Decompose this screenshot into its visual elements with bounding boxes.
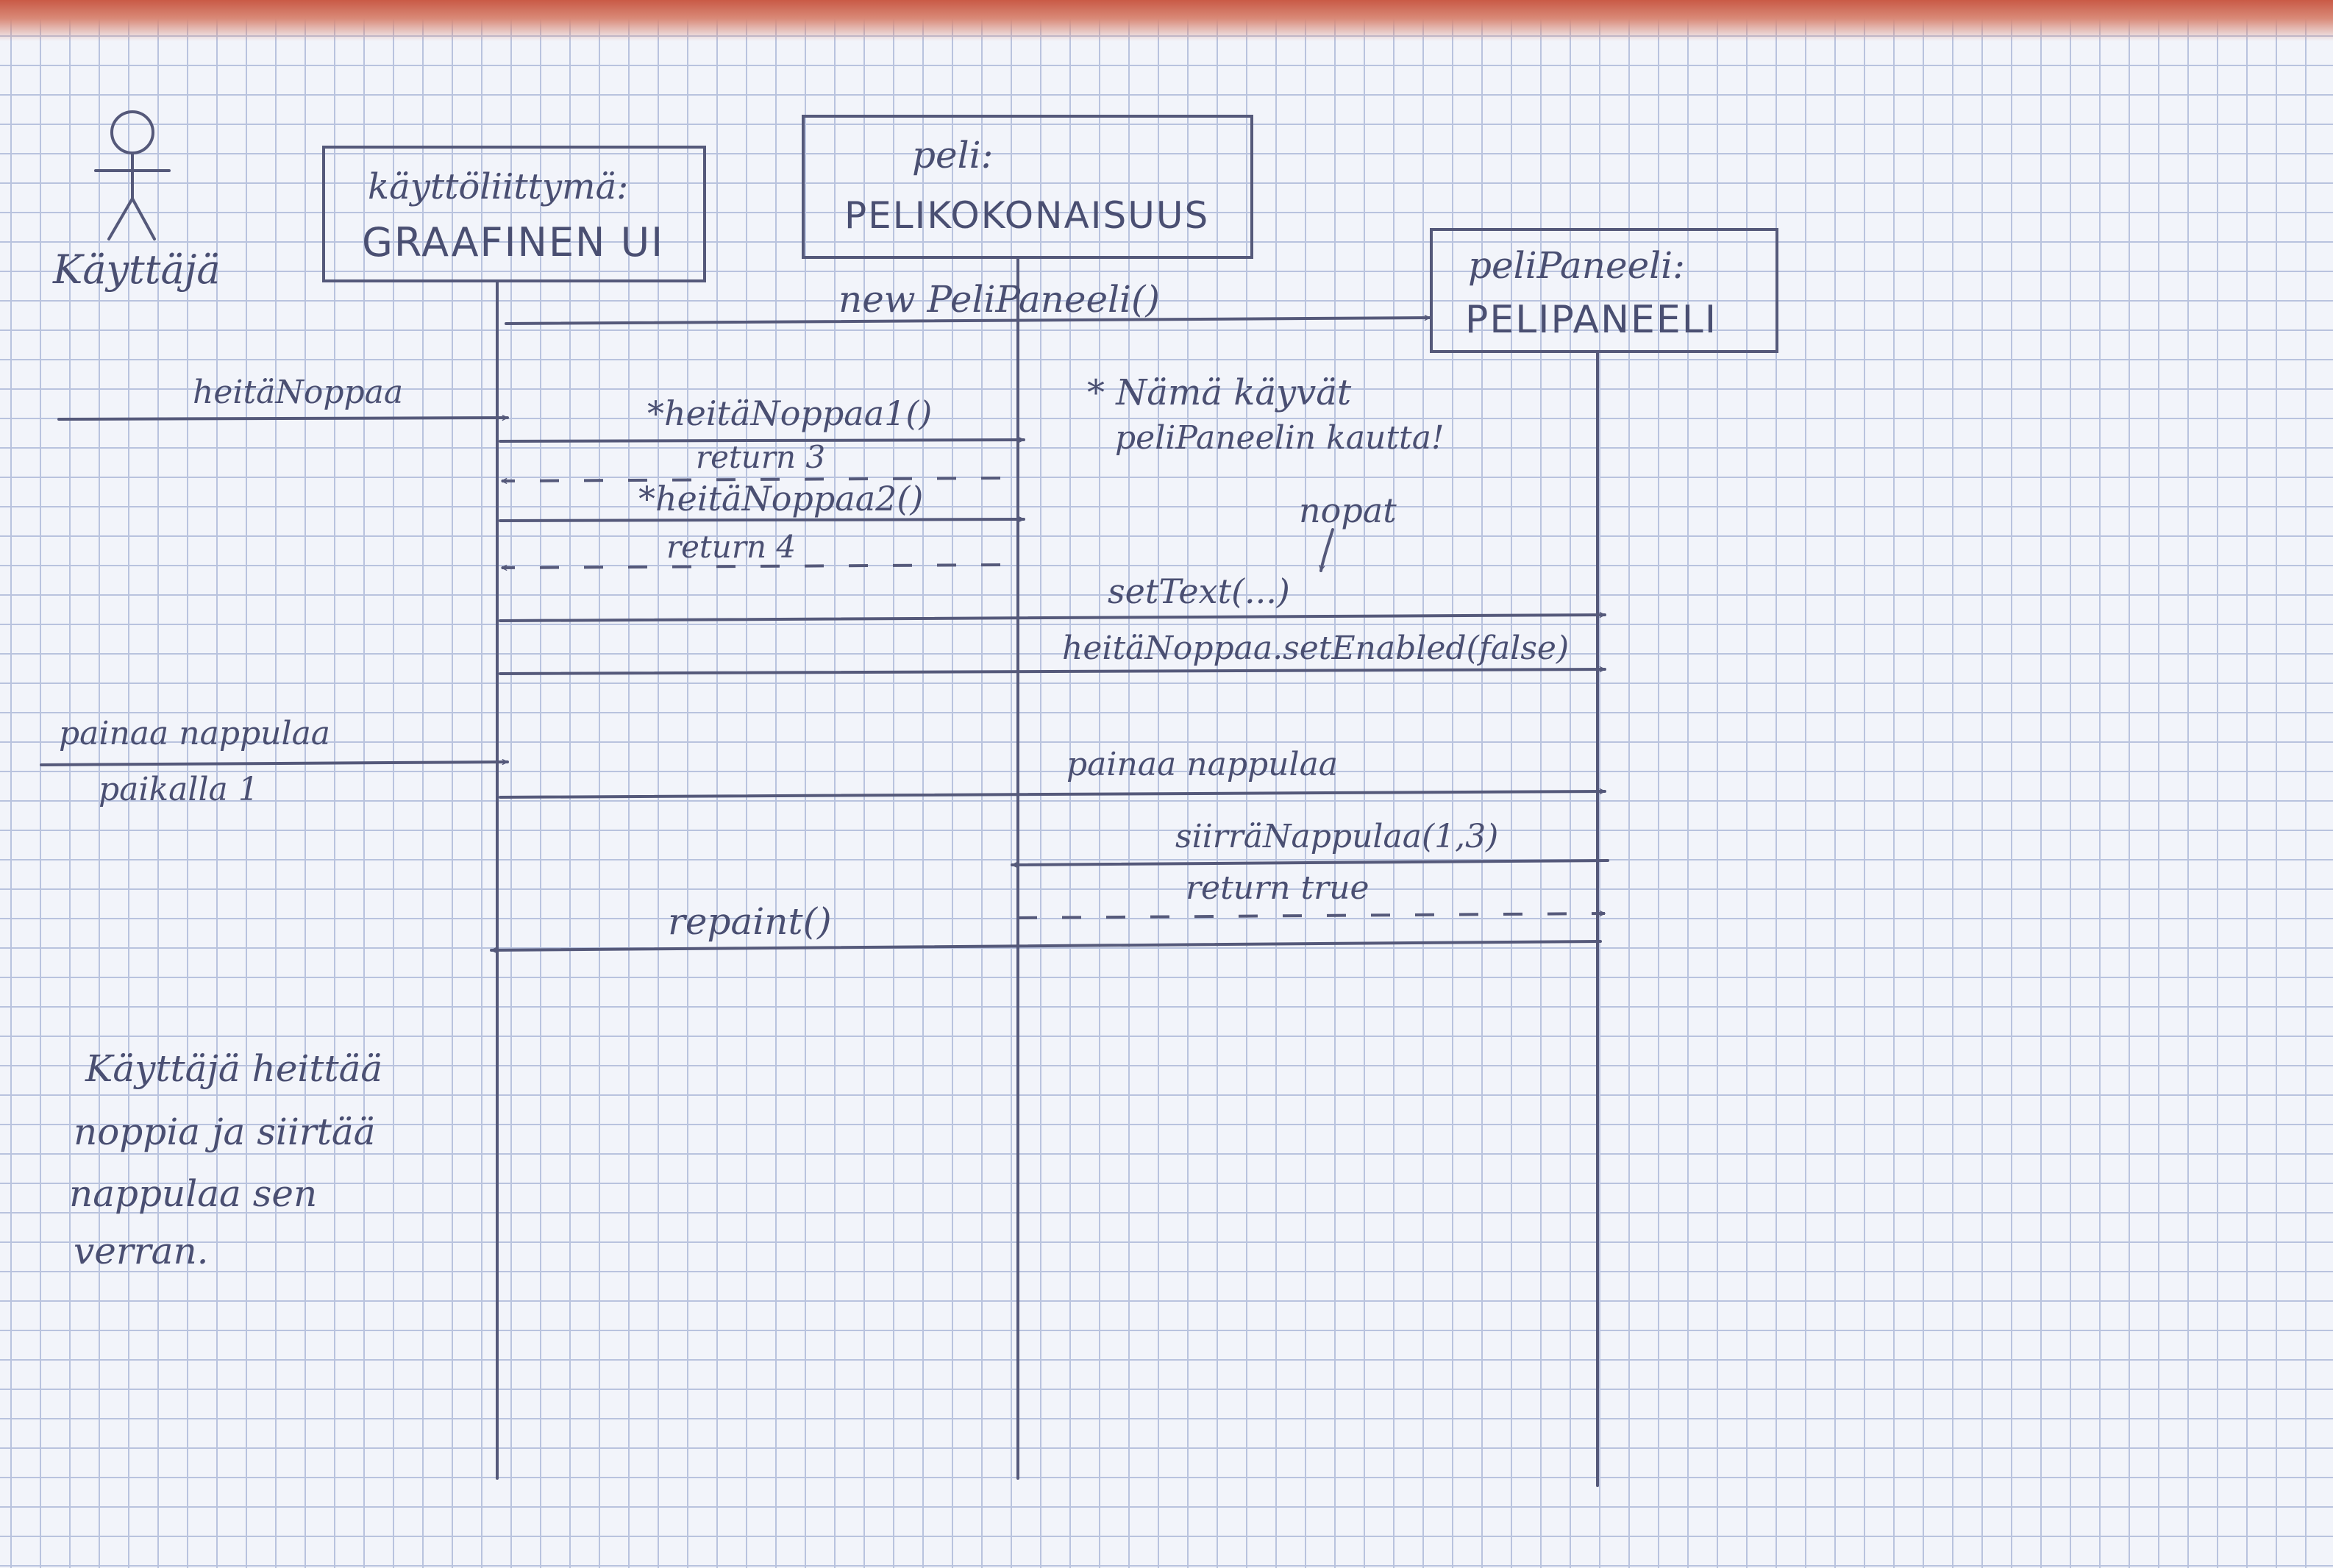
message-heita1-arrow bbox=[499, 440, 1025, 441]
actor-label: Käyttäjä bbox=[52, 246, 221, 293]
lifeline-game-class: PELIKOKONAISUUS bbox=[844, 194, 1209, 237]
message-repaint: repaint() bbox=[668, 900, 832, 943]
message-heita-noppaa: heitäNoppaa bbox=[193, 374, 403, 411]
message-return-true: return true bbox=[1186, 869, 1369, 907]
description-line-2: noppia ja siirtää bbox=[74, 1111, 375, 1153]
message-return3: return 3 bbox=[696, 439, 825, 475]
message-return4: return 4 bbox=[666, 529, 796, 565]
note-line-1: * Nämä käyvät bbox=[1087, 372, 1352, 413]
lifeline-box-ui bbox=[322, 146, 706, 282]
note-line-2: peliPaneelin kautta! bbox=[1115, 419, 1445, 457]
message-painaa-user-1: painaa nappulaa bbox=[59, 715, 330, 752]
description-line-1: Käyttäjä heittää bbox=[85, 1047, 382, 1090]
lifeline-box-game bbox=[802, 115, 1253, 259]
lifeline-ui-class: GRAAFINEN UI bbox=[362, 219, 664, 266]
lifeline-game-name: peli: bbox=[912, 134, 993, 177]
message-siirra-arrow bbox=[1011, 859, 1609, 865]
message-return-true-arrow bbox=[1017, 913, 1605, 919]
message-repaint-arrow bbox=[490, 940, 1602, 950]
description-line-4: verran. bbox=[74, 1230, 209, 1272]
message-painaa-user-arrow bbox=[40, 762, 509, 766]
paper-top-edge bbox=[0, 0, 2333, 41]
lifeline-panel-class: PELIPANEELI bbox=[1465, 298, 1717, 342]
message-painaa-ui-arrow bbox=[499, 791, 1606, 799]
message-siirra: siirräNappulaa(1,3) bbox=[1175, 818, 1498, 855]
message-set-enabled-arrow bbox=[499, 669, 1606, 675]
lifeline-box-panel bbox=[1430, 228, 1778, 353]
message-return4-arrow bbox=[502, 563, 1001, 568]
message-set-enabled: heitäNoppaa.setEnabled(false) bbox=[1062, 630, 1569, 667]
note-nopat-pointer bbox=[1321, 528, 1334, 572]
message-new-panel-arrow bbox=[505, 318, 1431, 325]
message-heita2-arrow bbox=[499, 519, 1025, 521]
description-line-3: nappulaa sen bbox=[69, 1172, 317, 1215]
message-painaa-user-2: paikalla 1 bbox=[99, 771, 259, 808]
message-settext-arrow bbox=[499, 615, 1606, 622]
message-heita2: *heitäNoppaa2() bbox=[638, 479, 923, 518]
message-return3-arrow bbox=[502, 477, 1001, 481]
note-nopat: nopat bbox=[1299, 491, 1397, 530]
message-heita1: *heitäNoppaa1() bbox=[647, 393, 932, 433]
message-heita-noppaa-arrow bbox=[57, 418, 509, 419]
message-settext: setText(...) bbox=[1108, 571, 1290, 611]
lifeline-ui-name: käyttöliittymä: bbox=[368, 166, 628, 207]
actor-figure bbox=[94, 110, 171, 240]
message-painaa-ui: painaa nappulaa bbox=[1066, 746, 1338, 783]
lifeline-panel-name: peliPaneeli: bbox=[1468, 244, 1685, 287]
message-new-panel: new PeliPaneeli() bbox=[838, 278, 1160, 321]
